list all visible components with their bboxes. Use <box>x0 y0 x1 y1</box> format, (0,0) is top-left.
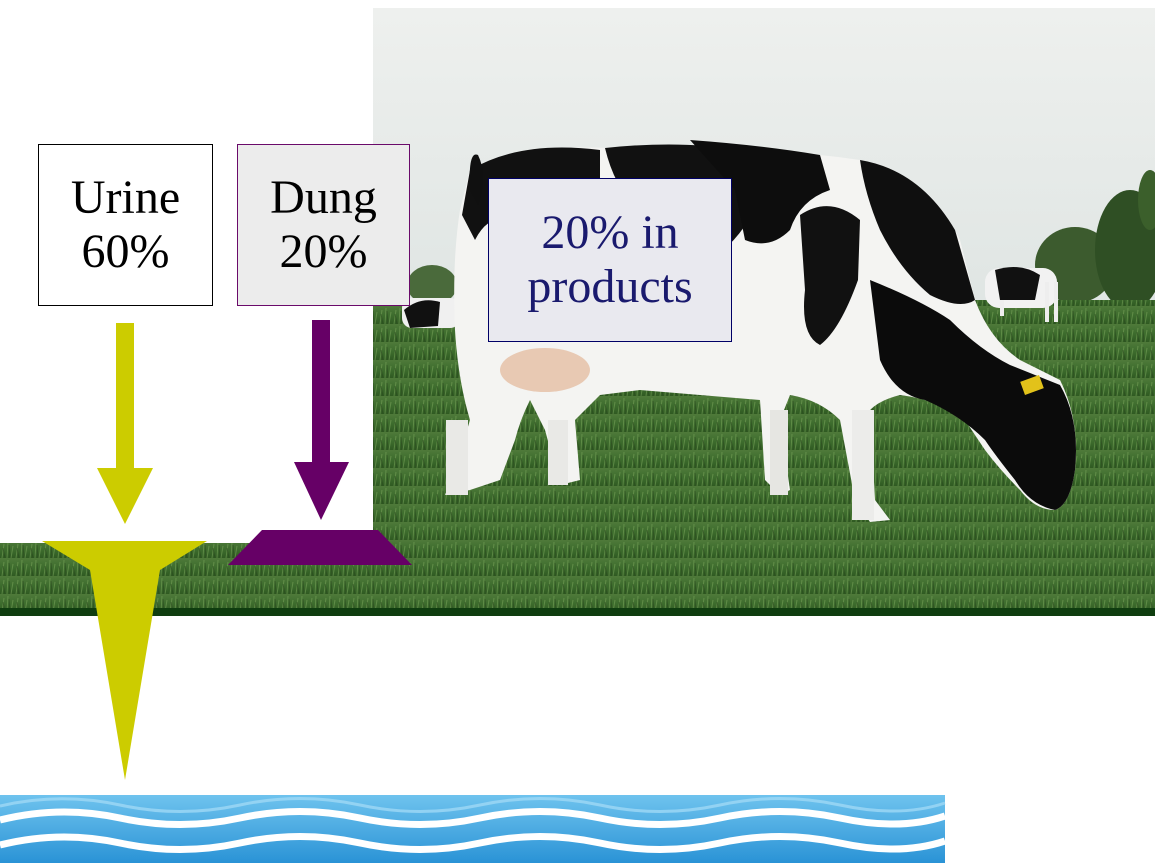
products-percentage: 20% in <box>541 206 679 260</box>
urine-arrow <box>97 323 153 524</box>
dung-arrow <box>294 320 349 520</box>
distant-cow-left <box>402 298 460 328</box>
products-label: products <box>527 260 693 313</box>
water-waves <box>0 795 947 863</box>
urine-infiltration-funnel <box>42 541 207 780</box>
ground-line <box>0 608 1155 616</box>
dung-pile <box>228 530 412 565</box>
products-label-box: 20% in products <box>488 178 732 342</box>
dung-percentage: 20% <box>279 225 368 278</box>
urine-percentage: 60% <box>81 225 170 278</box>
dung-label: Dung <box>270 171 377 225</box>
distant-cow-right <box>985 266 1058 322</box>
urine-label: Urine <box>70 171 181 225</box>
dung-label-box: Dung 20% <box>237 144 410 306</box>
urine-label-box: Urine 60% <box>38 144 213 306</box>
